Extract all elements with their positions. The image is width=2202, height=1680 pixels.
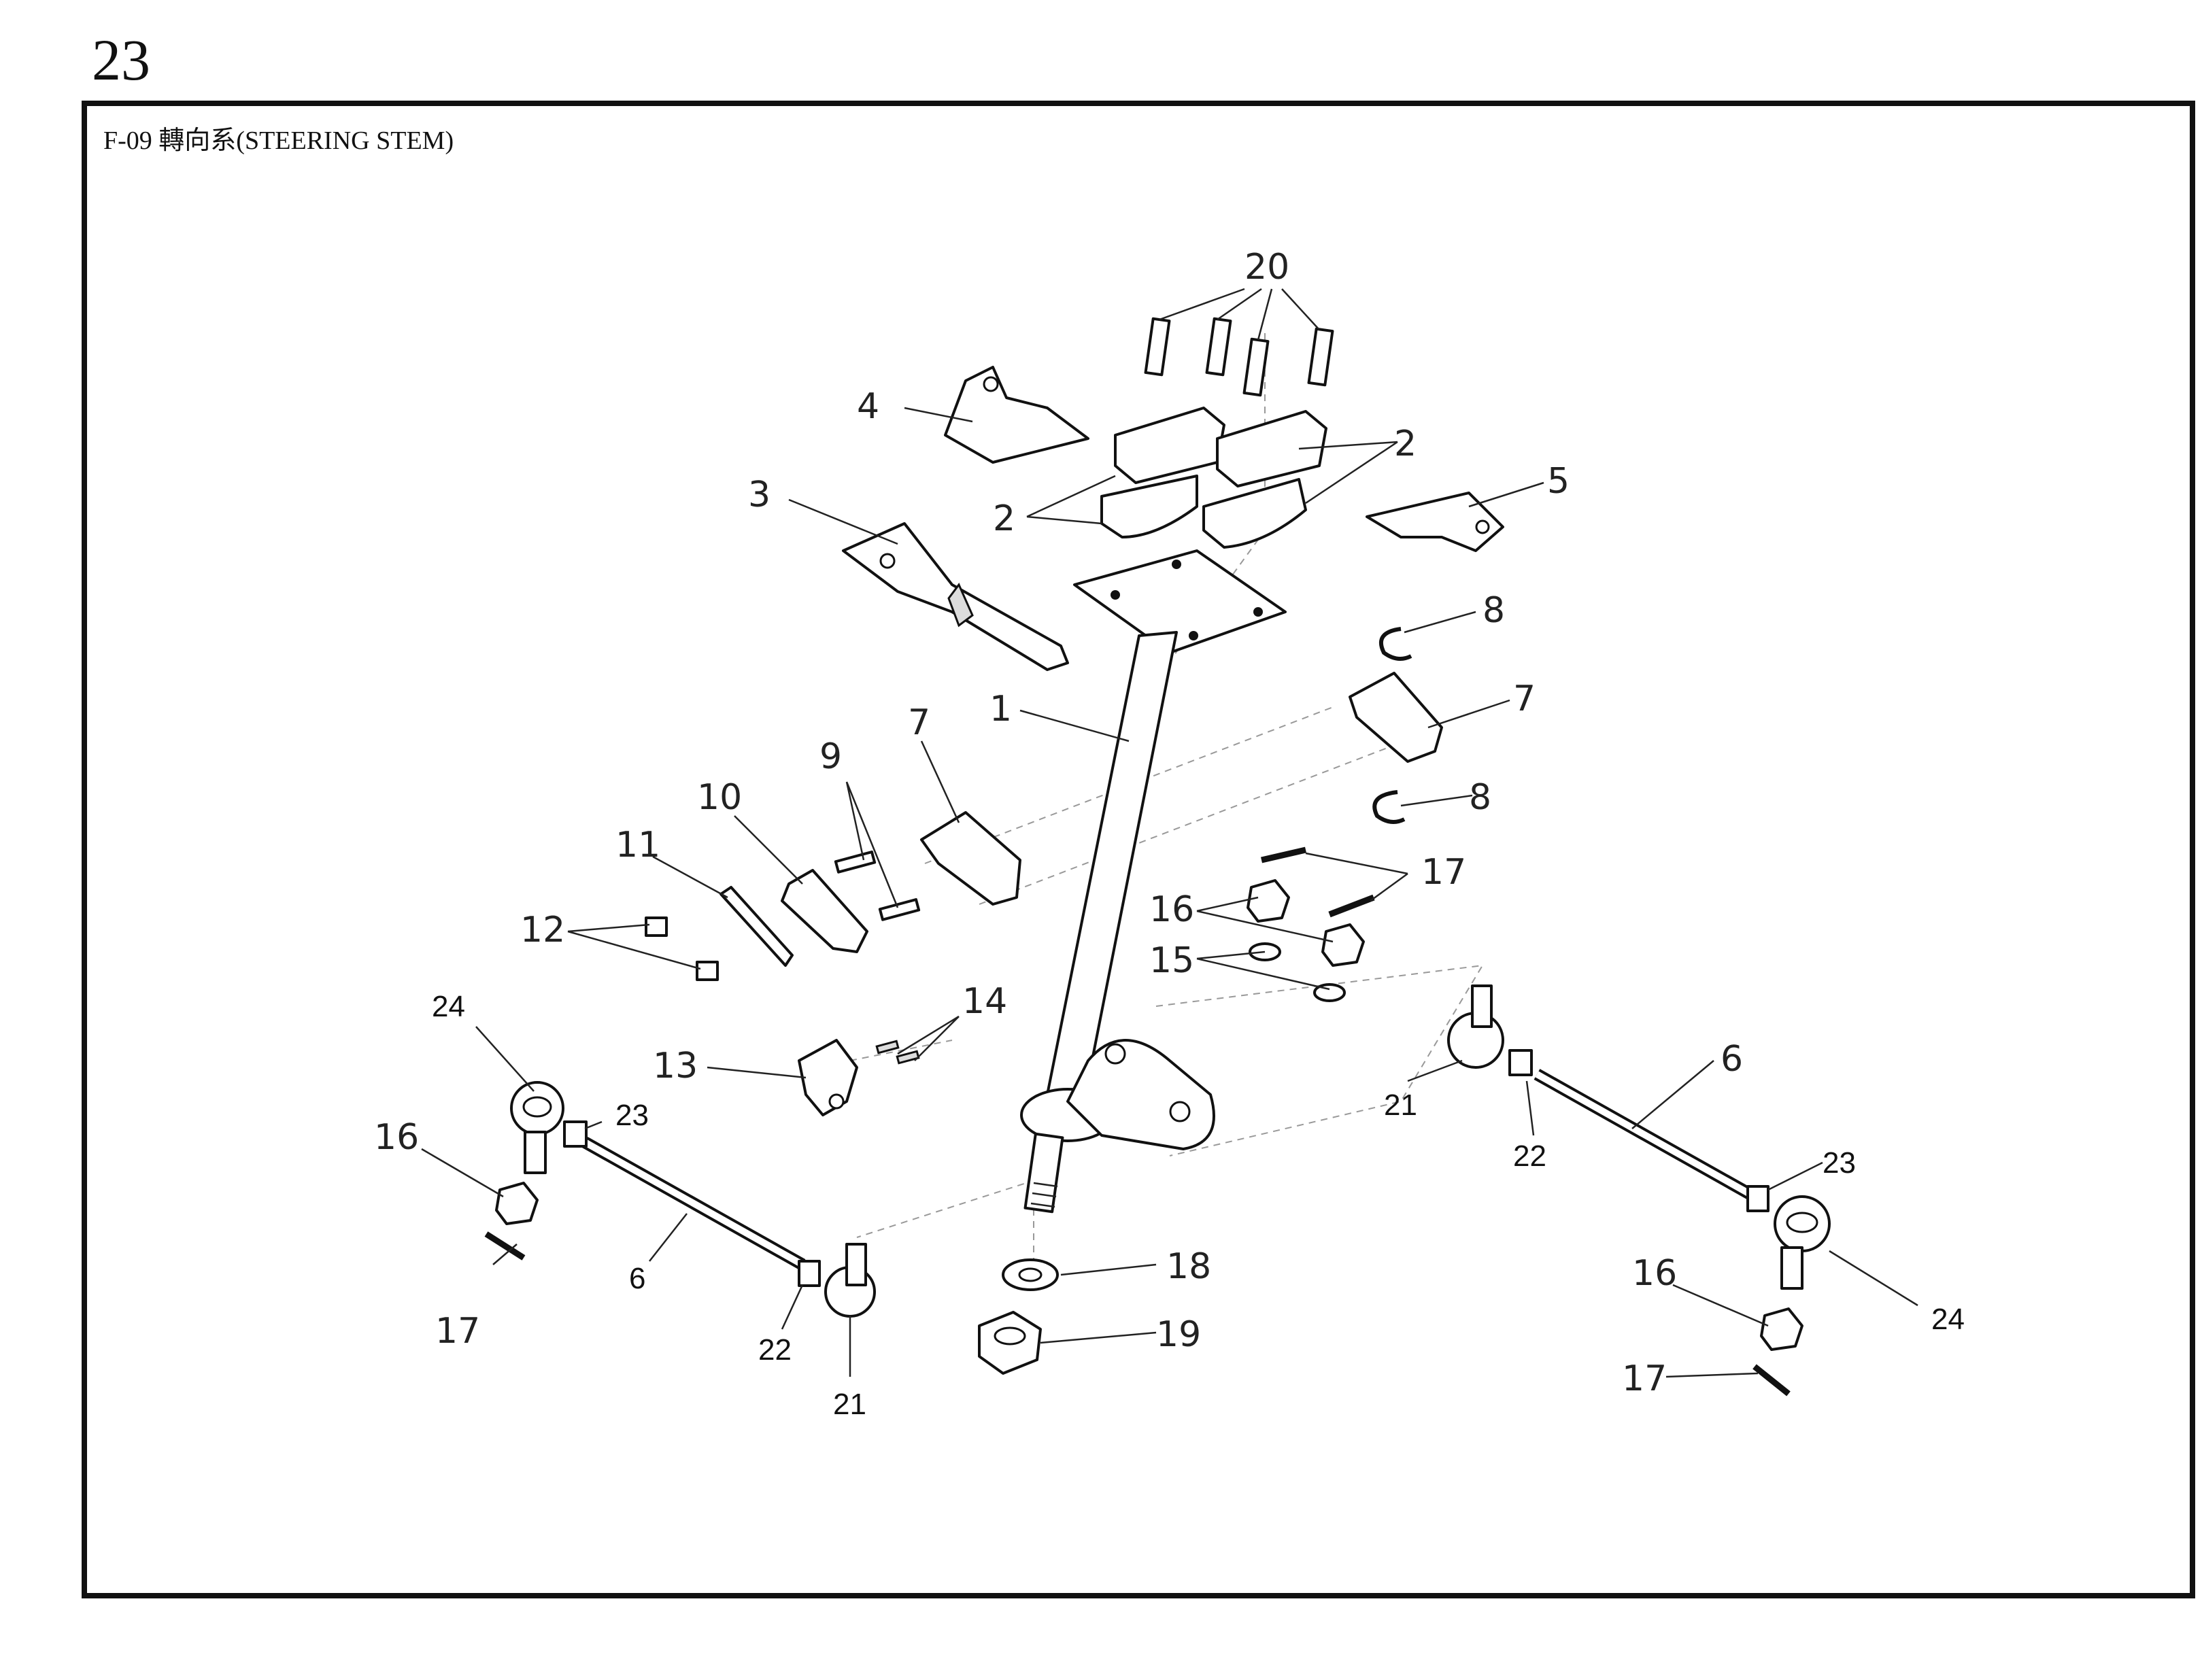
callout-18: 18 <box>1166 1246 1211 1287</box>
link-plate-assembly <box>645 851 921 981</box>
callout-24-left: 24 <box>432 990 465 1023</box>
callout-labels: 20 4 3 5 2 2 8 7 1 7 9 8 10 11 17 16 12 … <box>374 247 1965 1421</box>
callout-5: 5 <box>1547 461 1570 502</box>
callout-7-right: 7 <box>1513 679 1536 719</box>
callout-8-upper: 8 <box>1483 590 1505 631</box>
callout-20: 20 <box>1244 247 1289 288</box>
callout-2-left: 2 <box>993 498 1015 539</box>
callout-16-upper: 16 <box>1149 889 1194 930</box>
callout-6-left: 6 <box>629 1262 645 1295</box>
callout-17-left: 17 <box>435 1311 480 1352</box>
steering-stop-block <box>798 1039 920 1116</box>
callout-24-right: 24 <box>1931 1303 1965 1336</box>
cotter-pins <box>484 846 1791 1396</box>
callout-7-left: 7 <box>908 702 930 743</box>
callout-6-right: 6 <box>1721 1039 1743 1080</box>
circlips <box>1372 627 1412 824</box>
callout-14: 14 <box>962 981 1007 1022</box>
callout-15: 15 <box>1149 940 1194 981</box>
callout-13: 13 <box>653 1046 698 1086</box>
nuts-and-washers <box>495 879 1803 1351</box>
diagram-frame <box>82 101 2195 1598</box>
steering-stem-shaft <box>1020 549 1287 1214</box>
callout-23-left: 23 <box>615 1099 649 1132</box>
callout-21-left: 21 <box>833 1388 866 1421</box>
callout-16-left: 16 <box>374 1117 419 1158</box>
callout-21-right: 21 <box>1384 1088 1417 1122</box>
callout-8-lower: 8 <box>1469 777 1491 818</box>
callout-9: 9 <box>819 736 842 777</box>
handlebar-clamps <box>1100 407 1327 549</box>
callout-11: 11 <box>615 825 660 865</box>
upper-right-bracket <box>1366 492 1504 552</box>
callout-12: 12 <box>520 910 565 950</box>
callout-4: 4 <box>857 386 879 427</box>
callout-19: 19 <box>1156 1314 1201 1355</box>
callout-3: 3 <box>748 475 770 515</box>
callout-10: 10 <box>697 777 742 818</box>
callout-17-upper: 17 <box>1421 852 1466 893</box>
lower-clamps <box>920 672 1443 906</box>
callout-22-right: 22 <box>1513 1139 1546 1173</box>
page-number: 23 <box>92 27 150 92</box>
tie-rod-left <box>510 1081 876 1318</box>
callout-leaders <box>421 288 1918 1378</box>
page-title: F-09 轉向系(STEERING STEM) <box>103 126 454 155</box>
callout-22-left: 22 <box>758 1333 792 1367</box>
callout-1: 1 <box>989 689 1012 730</box>
left-mounting-bracket <box>842 522 1069 671</box>
tie-rod-right <box>1447 984 1831 1290</box>
callout-2-right: 2 <box>1394 424 1417 464</box>
upper-left-bracket <box>944 366 1089 464</box>
stem-nut-and-washer <box>978 1258 1059 1375</box>
callout-17-right: 17 <box>1622 1358 1667 1399</box>
clamp-bolts <box>1144 317 1334 397</box>
callout-23-right: 23 <box>1823 1146 1856 1180</box>
callout-16-right: 16 <box>1632 1253 1677 1294</box>
